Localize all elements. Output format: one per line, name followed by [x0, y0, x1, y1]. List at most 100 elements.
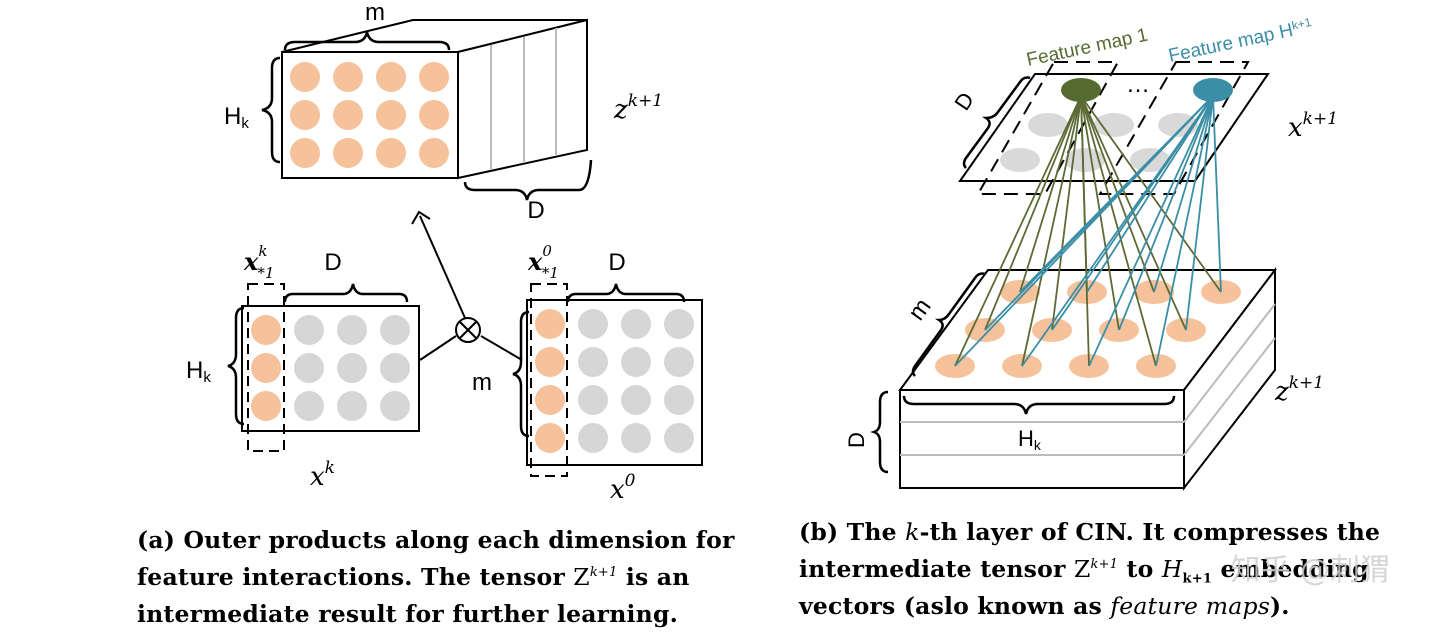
- top-m-brace: [283, 31, 451, 51]
- right-matrix-label: x0: [610, 471, 636, 505]
- bottom-tensor: [898, 267, 1278, 491]
- left-h-label: Hk: [186, 357, 211, 386]
- top-h-brace: [261, 56, 281, 164]
- right-matrix-dots: [535, 309, 694, 453]
- teal-connection: [954, 95, 1214, 367]
- teal-connection: [1021, 95, 1214, 367]
- feature-map-h-label: Feature map Hk+1: [1166, 15, 1314, 67]
- left-h-brace: [227, 306, 245, 426]
- top-plane-label: xk+1: [1288, 109, 1338, 143]
- top-h-label: Hk: [224, 103, 249, 132]
- caption-b: (b) The k-th layer of CIN. It compresses…: [799, 518, 1381, 620]
- gray-dot: [664, 309, 694, 339]
- right-d-brace: [566, 283, 686, 303]
- bottom-d-brace: [870, 390, 889, 474]
- right-m-brace: [512, 310, 530, 438]
- olive-connection: [954, 95, 1082, 367]
- layer-line-3: [1183, 303, 1276, 423]
- orange-dot: [419, 138, 449, 168]
- orange-dot: [290, 138, 320, 168]
- panel-a: m Hk D zk+1 D xk*1 Hk xk D x0*1 m x0: [186, 0, 703, 505]
- orange-dot: [251, 353, 281, 383]
- left-matrix-label: xk: [310, 458, 335, 492]
- left-d-brace: [283, 283, 409, 303]
- olive-connection: [1019, 95, 1082, 293]
- left-d-label: D: [324, 249, 341, 276]
- gray-dot: [337, 315, 367, 345]
- left-x-label: xk*1: [243, 242, 274, 282]
- teal-connection: [1155, 95, 1214, 367]
- right-m-label: m: [472, 369, 492, 396]
- arrow-head: [411, 210, 431, 225]
- gray-dot: [621, 309, 651, 339]
- top-plane-gray-dots: [1000, 113, 1198, 172]
- gray-dot: [578, 347, 608, 377]
- bottom-m-brace: [911, 272, 986, 377]
- olive-connection: [984, 95, 1082, 331]
- top-m-label: m: [365, 0, 385, 26]
- bottom-d-label: D: [844, 432, 869, 448]
- gray-dot: [380, 315, 410, 345]
- orange-dot: [251, 315, 281, 345]
- left-connector: [419, 335, 457, 361]
- gray-dot: [337, 391, 367, 421]
- caption-a: (a) Outer products along each dimension …: [137, 526, 735, 628]
- orange-dot: [376, 100, 406, 130]
- right-column-dashed: [530, 283, 568, 477]
- bottom-m-label: m: [903, 293, 937, 325]
- gray-dot: [380, 391, 410, 421]
- gray-dot: [664, 423, 694, 453]
- right-connector: [480, 335, 523, 361]
- feature-map-1-node: [1061, 78, 1101, 102]
- olive-connection: [1051, 95, 1082, 331]
- feature-map-1-label: Feature map 1: [1025, 25, 1150, 71]
- feature-map-dots: …: [1126, 71, 1150, 98]
- orange-dot: [333, 62, 363, 92]
- watermark: 知乎 @刺猬: [1230, 553, 1390, 588]
- gray-dot: [294, 391, 324, 421]
- panel-b: … D xk+1 Feature map 1 Feature map Hk+1 …: [844, 15, 1338, 491]
- teal-connection: [1088, 95, 1214, 367]
- left-column-dashed: [247, 283, 285, 452]
- gray-dot: [380, 353, 410, 383]
- orange-dot: [251, 391, 281, 421]
- top-tensor-label: zk+1: [613, 91, 663, 125]
- orange-dot: [290, 62, 320, 92]
- gray-dot: [621, 423, 651, 453]
- teal-connection: [1086, 95, 1214, 293]
- top-tensor-dots: [290, 62, 449, 168]
- layer-line-4: [1183, 337, 1276, 456]
- figure-canvas: m Hk D zk+1 D xk*1 Hk xk D x0*1 m x0: [186, 0, 1338, 505]
- gray-dot: [621, 385, 651, 415]
- orange-dot: [333, 100, 363, 130]
- teal-connection: [1153, 95, 1214, 293]
- gray-dot: [578, 423, 608, 453]
- feature-map-h-node: [1193, 78, 1233, 102]
- otimes-line-2: [459, 321, 477, 339]
- orange-dot: [376, 138, 406, 168]
- teal-connection: [1185, 95, 1214, 331]
- bottom-h-label: Hk: [1018, 426, 1042, 453]
- orange-dot: [419, 100, 449, 130]
- outer-product-arrow: [419, 215, 466, 319]
- orange-dot: [535, 423, 565, 453]
- top-d-label: D: [527, 197, 544, 224]
- orange-dot: [376, 62, 406, 92]
- bottom-h-brace: [902, 395, 1176, 415]
- orange-dot: [535, 385, 565, 415]
- orange-dot: [290, 100, 320, 130]
- right-x-label: x0*1: [527, 242, 559, 282]
- orange-dot: [419, 62, 449, 92]
- gray-dot: [294, 315, 324, 345]
- olive-connection: [1021, 95, 1082, 367]
- top-d-brace: [463, 159, 593, 201]
- gray-dot: [337, 353, 367, 383]
- bottom-tensor-label: zk+1: [1274, 373, 1324, 407]
- gray-dot: [578, 309, 608, 339]
- gray-dot: [578, 385, 608, 415]
- orange-dot: [535, 309, 565, 339]
- orange-dot: [333, 138, 363, 168]
- gray-dot: [621, 347, 651, 377]
- gray-dot: [294, 353, 324, 383]
- left-matrix-dots: [251, 315, 410, 421]
